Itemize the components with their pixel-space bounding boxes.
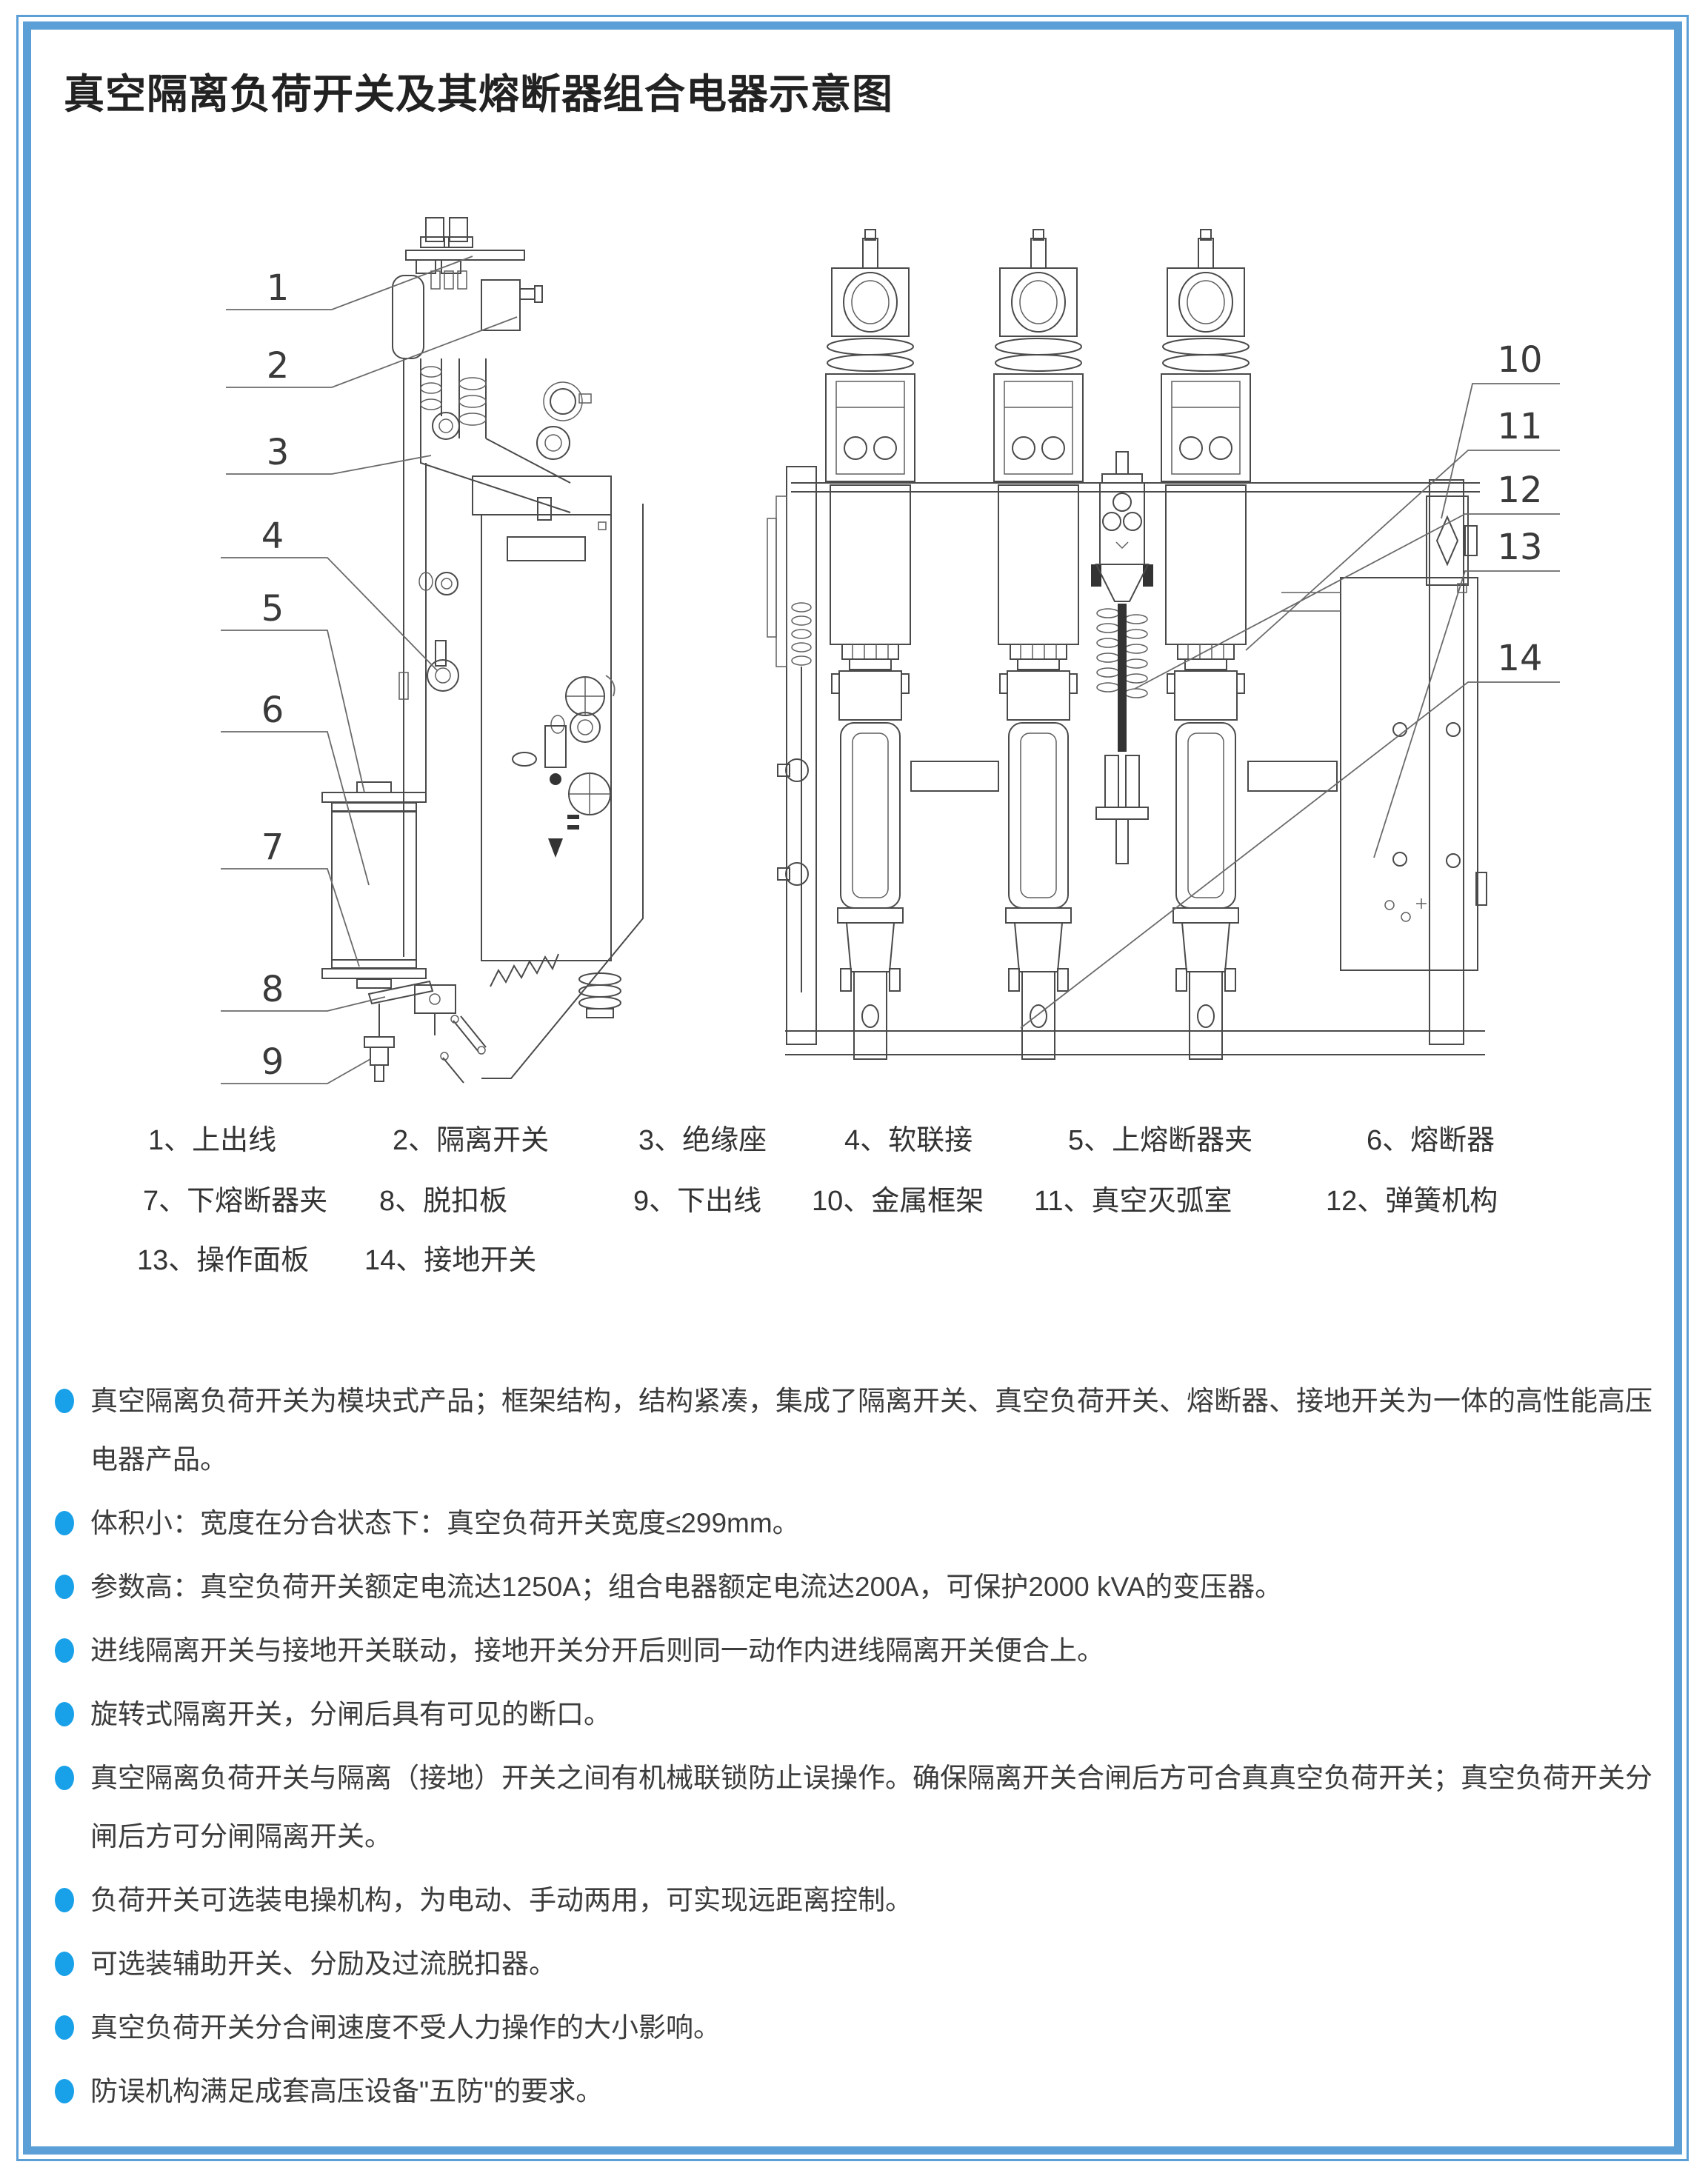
callout-label: 3	[267, 432, 290, 473]
schematic-diagram: 1 2 3 4 5 6 7 8 9 10 11 12	[221, 217, 1560, 1084]
legend-item: 9、下出线	[633, 1186, 762, 1217]
feature-item: 进线隔离开关与接地开关联动，接地开关分开后则同一动作内进线隔离开关便合上。	[53, 1621, 1659, 1680]
bullet-icon	[55, 1702, 74, 1726]
bullet-icon	[55, 1575, 74, 1599]
legend-item: 3、绝缘座	[638, 1125, 767, 1156]
callout-7: 7	[221, 827, 360, 967]
legend-item: 10、金属框架	[812, 1186, 984, 1217]
feature-item: 体积小：宽度在分合状态下：真空负荷开关宽度≤299mm。	[53, 1494, 1659, 1552]
bullet-icon	[55, 1766, 74, 1790]
bullet-icon	[55, 2015, 74, 2040]
feature-item: 真空隔离负荷开关与隔离（接地）开关之间有机械联锁防止误操作。确保隔离开关合闸后方…	[53, 1749, 1659, 1866]
feature-item: 真空隔离负荷开关为模块式产品；框架结构，结构紧凑，集成了隔离开关、真空负荷开关、…	[53, 1372, 1659, 1489]
callout-label: 4	[261, 515, 284, 557]
callout-label: 1	[267, 267, 290, 309]
bullet-icon	[55, 1511, 74, 1535]
legend-item: 2、隔离开关	[393, 1125, 550, 1156]
legend-item: 1、上出线	[148, 1125, 277, 1156]
callout-label: 10	[1497, 339, 1542, 381]
feature-text: 参数高：真空负荷开关额定电流达1250A；组合电器额定电流达200A，可保护20…	[90, 1572, 1283, 1602]
page-title: 真空隔离负荷开关及其熔断器组合电器示意图	[64, 71, 894, 117]
feature-item: 可选装辅助开关、分励及过流脱扣器。	[53, 1935, 1659, 1993]
feature-text: 防误机构满足成套高压设备"五防"的要求。	[90, 2076, 604, 2106]
feature-text: 进线隔离开关与接地开关联动，接地开关分开后则同一动作内进线隔离开关便合上。	[90, 1635, 1104, 1666]
legend-item: 4、软联接	[844, 1125, 973, 1156]
legend-item: 7、下熔断器夹	[143, 1186, 328, 1217]
feature-list: 真空隔离负荷开关为模块式产品；框架结构，结构紧凑，集成了隔离开关、真空负荷开关、…	[53, 1372, 1659, 2126]
feature-text: 可选装辅助开关、分励及过流脱扣器。	[90, 1949, 556, 1979]
side-view-drawing	[321, 217, 644, 1084]
page-frame-outer-line	[16, 15, 1689, 2161]
callout-label: 2	[267, 345, 290, 387]
legend-item: 6、熔断器	[1367, 1125, 1495, 1156]
callout-2: 2	[226, 316, 518, 388]
bullet-icon	[55, 1389, 74, 1413]
callout-label: 6	[261, 690, 284, 731]
feature-item: 真空负荷开关分合闸速度不受人力操作的大小影响。	[53, 1998, 1659, 2057]
feature-item: 防误机构满足成套高压设备"五防"的要求。	[53, 2062, 1659, 2120]
callout-10: 10	[1441, 339, 1560, 519]
feature-text: 负荷开关可选装电操机构，为电动、手动两用，可实现远距离控制。	[90, 1885, 913, 1915]
front-view-drawing	[767, 229, 1487, 1060]
callout-label: 14	[1497, 638, 1542, 679]
callout-4: 4	[221, 515, 438, 671]
callout-3: 3	[226, 432, 432, 475]
feature-text: 旋转式隔离开关，分闸后具有可见的断口。	[90, 1699, 611, 1729]
callout-6: 6	[221, 690, 370, 886]
feature-text: 真空隔离负荷开关与隔离（接地）开关之间有机械联锁防止误操作。确保隔离开关合闸后方…	[90, 1763, 1652, 1852]
legend-item: 14、接地开关	[364, 1245, 537, 1276]
bullet-icon	[55, 1888, 74, 1912]
callout-label: 7	[261, 827, 284, 868]
callout-label: 13	[1497, 527, 1542, 568]
feature-text: 真空负荷开关分合闸速度不受人力操作的大小影响。	[90, 2012, 721, 2043]
callout-label: 5	[261, 588, 284, 630]
page-frame-border	[23, 21, 1682, 2155]
feature-text: 体积小：宽度在分合状态下：真空负荷开关宽度≤299mm。	[90, 1508, 800, 1538]
callout-9: 9	[221, 1041, 371, 1084]
callout-label: 11	[1497, 406, 1542, 447]
feature-text: 真空隔离负荷开关为模块式产品；框架结构，结构紧凑，集成了隔离开关、真空负荷开关、…	[90, 1386, 1652, 1475]
legend-item: 13、操作面板	[137, 1245, 310, 1276]
callout-1: 1	[226, 256, 473, 310]
feature-item: 参数高：真空负荷开关额定电流达1250A；组合电器额定电流达200A，可保护20…	[53, 1558, 1659, 1616]
callout-11: 11	[1245, 406, 1560, 651]
bullet-icon	[55, 2079, 74, 2103]
callout-label: 9	[261, 1041, 284, 1083]
feature-item: 负荷开关可选装电操机构，为电动、手动两用，可实现远距离控制。	[53, 1871, 1659, 1929]
feature-item: 旋转式隔离开关，分闸后具有可见的断口。	[53, 1685, 1659, 1743]
callout-5: 5	[221, 588, 365, 793]
bullet-icon	[55, 1638, 74, 1663]
legend-item: 5、上熔断器夹	[1068, 1125, 1253, 1156]
legend-item: 8、脱扣板	[379, 1186, 508, 1217]
bullet-icon	[55, 1952, 74, 1976]
callout-8: 8	[221, 969, 386, 1012]
callout-13: 13	[1373, 527, 1560, 858]
legend-item: 12、弹簧机构	[1326, 1186, 1498, 1217]
callout-label: 12	[1497, 470, 1542, 511]
callout-label: 8	[261, 969, 284, 1010]
callout-14: 14	[1020, 638, 1560, 1029]
legend-item: 11、真空灭弧室	[1034, 1186, 1232, 1217]
callout-12: 12	[1134, 470, 1560, 690]
